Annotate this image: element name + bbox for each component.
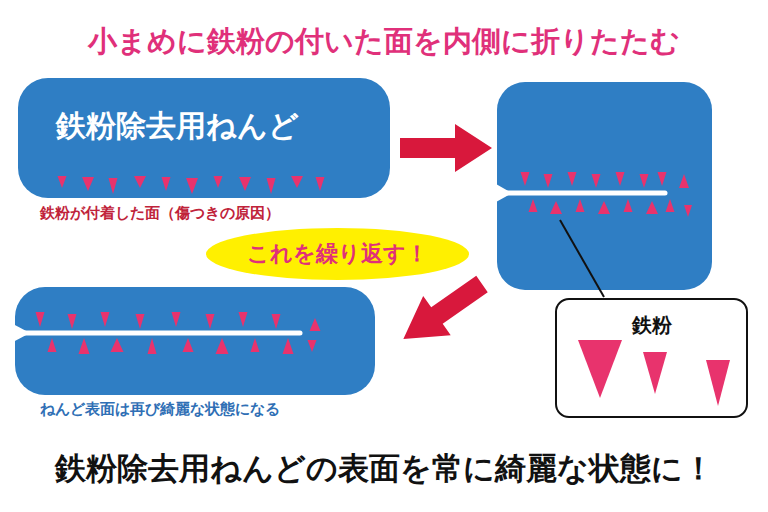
iron-powder — [82, 177, 94, 191]
iron-powder — [101, 312, 110, 327]
iron-powder — [272, 314, 281, 329]
iron-powder — [79, 338, 90, 354]
iron-powder — [148, 338, 157, 354]
process-arrow — [400, 124, 492, 172]
iron-powder — [134, 176, 146, 188]
fold-seam — [12, 331, 300, 336]
fold-seam — [494, 191, 665, 196]
iron-powder — [183, 338, 194, 352]
iron-powder — [684, 205, 692, 217]
fold-notch — [13, 324, 30, 342]
iron-powder — [283, 338, 294, 354]
iron-powder — [706, 360, 730, 406]
iron-powder — [68, 314, 77, 329]
iron-powder — [58, 176, 67, 188]
node-text: これを繰り返す！ — [247, 239, 428, 269]
iron-powder — [251, 338, 260, 352]
iron-powder — [666, 199, 675, 212]
iron-powder — [186, 178, 198, 194]
repeat-ellipse: これを繰り返す！ — [206, 228, 469, 280]
note-label: ねんど表面は再び綺麗な状態になる — [40, 400, 280, 419]
iron-powder — [48, 338, 57, 352]
title: 小まめに鉄粉の付いた面を内側に折りたたむ — [0, 22, 768, 62]
iron-powder — [111, 338, 124, 352]
iron-powder — [216, 338, 229, 354]
iron-powder — [267, 178, 276, 194]
clay-block-shape — [18, 78, 390, 198]
iron-powder — [308, 340, 317, 352]
fold-notch — [496, 184, 512, 202]
caption: 鉄粉除去用ねんどの表面を常に綺麗な状態に！ — [0, 448, 768, 490]
folded-clay — [497, 82, 712, 290]
note-label: 鉄粉が付着した面（傷つきの原因） — [40, 204, 280, 223]
iron-powder — [136, 314, 145, 329]
iron-powder — [544, 174, 553, 188]
process-arrow — [390, 264, 496, 358]
iron-powder — [310, 318, 321, 331]
iron-powder — [521, 172, 530, 186]
iron-powder — [206, 314, 215, 329]
callout-box: 鉄粉 — [555, 298, 748, 418]
iron-powder — [658, 172, 667, 186]
iron-powder — [643, 352, 667, 394]
iron-powder — [529, 199, 538, 212]
iron-powder — [576, 199, 585, 212]
iron-powder — [592, 174, 601, 188]
iron-powder — [109, 178, 118, 194]
node-text: 鉄粉除去用ねんど — [56, 106, 299, 147]
iron-powder — [291, 176, 303, 188]
iron-powder — [36, 172, 731, 406]
iron-powder — [239, 177, 251, 191]
iron-powder — [550, 201, 562, 214]
iron-powder — [616, 172, 625, 186]
iron-powder — [679, 174, 689, 188]
iron-powder — [646, 201, 658, 214]
iron-powder — [316, 177, 325, 191]
iron-powder — [172, 312, 181, 327]
clay-block: 鉄粉除去用ねんど — [18, 78, 390, 198]
iron-powder — [568, 172, 577, 186]
node-text: 鉄粉 — [632, 312, 672, 339]
iron-powder — [36, 312, 45, 327]
iron-powder — [578, 340, 622, 398]
iron-powder — [214, 176, 223, 188]
leader-line — [560, 220, 604, 297]
iron-powder — [162, 177, 171, 191]
iron-powder — [239, 312, 248, 327]
iron-powder — [640, 174, 649, 188]
iron-powder — [598, 201, 610, 214]
iron-powder — [624, 199, 633, 212]
folded-clay — [15, 287, 375, 395]
